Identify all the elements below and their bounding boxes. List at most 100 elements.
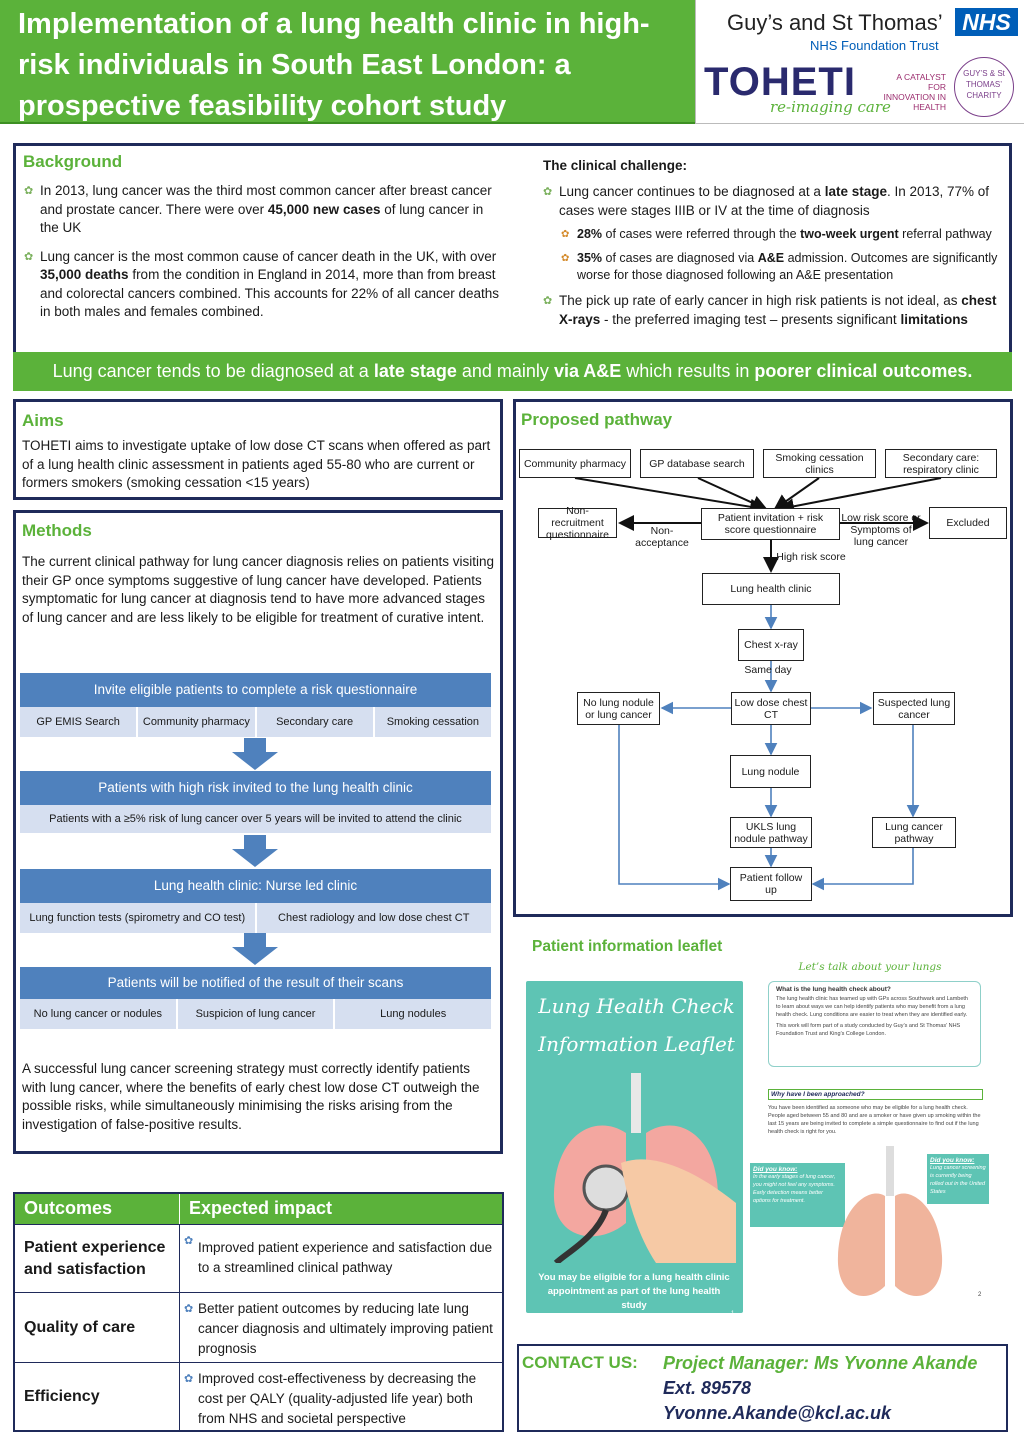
key-message-banner: Lung cancer tends to be diagnosed at a l… <box>13 352 1012 391</box>
lungs-diagram-icon <box>837 1146 943 1296</box>
leaflet-q2-text: You have been identified as someone who … <box>768 1105 981 1135</box>
lungs-illustration-icon <box>553 1073 736 1263</box>
flow-cell: Lung nodules <box>380 1007 447 1020</box>
down-arrow-icon <box>232 933 278 965</box>
same-day-label: Same day <box>744 664 792 676</box>
down-arrow-icon <box>232 738 278 770</box>
outcome-impact: Improved patient experience and satisfac… <box>180 1225 502 1292</box>
challenge-title: The clinical challenge: <box>543 158 688 173</box>
down-arrow-icon <box>232 835 278 867</box>
dyk-text: In the early stages of lung cancer, you … <box>753 1174 836 1204</box>
contact-section: CONTACT US: Project Manager: Ms Yvonne A… <box>517 1344 1008 1432</box>
poster-title: Implementation of a lung health clinic i… <box>18 8 650 122</box>
outcomes-row: Patient experience and satisfaction Impr… <box>15 1224 502 1292</box>
leaflet-did-you-know-left: Did you know: In the early stages of lun… <box>750 1163 845 1227</box>
header-banner <box>0 0 695 124</box>
charity-logo: GUY’S & St THOMAS’ CHARITY <box>954 57 1014 117</box>
flow-step-clinic: Lung health clinic: Nurse led clinic <box>20 869 491 903</box>
flow-step-results: Patients will be notified of the result … <box>20 967 491 999</box>
leaflet-cover: Lung Health Check Information Leaflet Yo… <box>526 981 743 1317</box>
follow-up-node: Patient follow up <box>730 867 812 901</box>
outcomes-row: Quality of care Better patient outcomes … <box>15 1292 502 1362</box>
background-title: Background <box>23 152 123 171</box>
chest-xray-node: Chest x-ray <box>738 629 804 661</box>
challenge-sub-bullet: 35% of cases are diagnosed via A&E admis… <box>561 250 1003 284</box>
leaflet-inner-page: Let’s talk about your lungs What is the … <box>750 958 990 1318</box>
leaflet-page-number: 2 <box>978 1292 982 1298</box>
leaflet-cover-title: Lung Health Check Information Leaflet <box>538 994 735 1056</box>
low-risk-label: Low risk score or Symptoms of lung cance… <box>841 512 921 548</box>
outcomes-row: Efficiency Improved cost-effectiveness b… <box>15 1362 502 1430</box>
gst-logo-text: Guy’s and St Thomas’ <box>727 10 943 35</box>
ukls-node: UKLS lung nodule pathway <box>730 817 812 848</box>
lung-health-clinic-node: Lung health clinic <box>702 573 840 605</box>
leaflet-cover-footer: You may be eligible for a lung health cl… <box>538 1272 730 1311</box>
leaflet-title: Patient information leaflet <box>532 938 723 955</box>
flow-cell: Suspicion of lung cancer <box>178 999 336 1029</box>
flow-cell: Lung function tests (spirometry and CO t… <box>20 903 257 933</box>
challenge-sub-bullet: 28% of cases were referred through the t… <box>561 226 1003 243</box>
flow-cell: Chest radiology and low dose chest CT <box>278 911 470 924</box>
leaflet-q1-box: What is the lung health check about? The… <box>768 981 981 1067</box>
aims-section: Aims TOHETI aims to investigate uptake o… <box>13 399 503 500</box>
flow-cell: GP EMIS Search <box>20 707 139 737</box>
flow-step-invite: Invite eligible patients to complete a r… <box>20 673 491 707</box>
non-acceptance-label: Non-acceptance <box>635 525 689 549</box>
dyk-text: Lung cancer screening is currently being… <box>930 1165 986 1195</box>
nhs-trust-text: NHS Foundation Trust <box>810 38 939 53</box>
catalyst-text: A CATALYST FOR INNOVATION IN HEALTH <box>883 72 947 112</box>
flow-step-results-outcomes: No lung cancer or nodules Suspicion of l… <box>20 999 491 1029</box>
challenge-bullets: Lung cancer continues to be diagnosed at… <box>543 183 1003 329</box>
flow-step-clinic-tests: Lung function tests (spirometry and CO t… <box>20 903 491 933</box>
aims-text: TOHETI aims to investigate uptake of low… <box>22 438 491 490</box>
outcomes-head-right: Expected impact <box>189 1198 333 1218</box>
methods-intro: The current clinical pathway for lung ca… <box>22 554 494 625</box>
dyk-title: Did you know: <box>753 1166 798 1173</box>
non-recruitment-node: Non-recruitment questionnaire <box>538 505 617 541</box>
methods-conclusion: A successful lung cancer screening strat… <box>22 1061 480 1132</box>
pathway-source-node: Smoking cessation clinics <box>763 449 876 478</box>
aims-title: Aims <box>22 411 64 430</box>
dyk-title: Did you know: <box>930 1157 975 1164</box>
nhs-logo: NHS <box>955 8 1018 36</box>
flow-cell: No lung cancer or nodules <box>20 999 178 1029</box>
flow-cell: Smoking cessation <box>386 715 480 728</box>
outcome-label: Patient experience and satisfaction <box>15 1225 180 1292</box>
invitation-node: Patient invitation + risk score question… <box>701 508 840 540</box>
flow-step-invite-sources: GP EMIS Search Community pharmacy Second… <box>20 707 491 737</box>
pathway-title: Proposed pathway <box>521 410 673 429</box>
leaflet-q2: Why have I been approached? <box>768 1089 983 1100</box>
outcome-impact: Better patient outcomes by reducing late… <box>180 1293 502 1362</box>
leaflet-page-heading: Let’s talk about your lungs <box>798 961 942 973</box>
outcomes-header: Outcomes Expected impact <box>15 1194 502 1224</box>
ldct-node: Low dose chest CT <box>731 692 811 725</box>
flow-step-high-risk-detail: Patients with a ≥5% risk of lung cancer … <box>20 805 491 833</box>
methods-title: Methods <box>22 521 92 540</box>
lung-cancer-pathway-node: Lung cancer pathway <box>872 817 956 848</box>
background-bullet: In 2013, lung cancer was the third most … <box>24 182 504 238</box>
background-bullets: In 2013, lung cancer was the third most … <box>24 182 504 322</box>
no-nodule-node: No lung nodule or lung cancer <box>577 692 660 725</box>
leaflet-did-you-know-right: Did you know: Lung cancer screening is c… <box>927 1154 989 1204</box>
suspected-cancer-node: Suspected lung cancer <box>873 692 955 725</box>
flow-step-high-risk: Patients with high risk invited to the l… <box>20 771 491 805</box>
outcome-impact: Improved cost-effectiveness by decreasin… <box>180 1363 502 1430</box>
lung-nodule-node: Lung nodule <box>730 755 811 788</box>
flow-cell: Patients with a ≥5% risk of lung cancer … <box>49 812 462 825</box>
outcomes-table: Outcomes Expected impact Patient experie… <box>13 1192 504 1432</box>
contact-email[interactable]: Yvonne.Akande@kcl.ac.uk <box>663 1403 891 1423</box>
contact-extension: Ext. 89578 <box>663 1378 752 1398</box>
header-divider <box>179 1194 180 1224</box>
pathway-source-node: GP database search <box>640 449 754 478</box>
flow-cell: Community pharmacy <box>138 707 257 737</box>
pathway-source-node: Community pharmacy <box>519 449 631 478</box>
leaflet-q1-text2: This work will form part of a study cond… <box>776 1023 961 1037</box>
leaflet-q1: What is the lung health check about? <box>776 986 891 993</box>
pathway-source-node: Secondary care: respiratory clinic <box>885 449 997 478</box>
excluded-node: Excluded <box>929 507 1007 539</box>
background-bullet: Lung cancer is the most common cause of … <box>24 248 504 322</box>
contact-manager: Project Manager: Ms Yvonne Akande <box>663 1353 978 1373</box>
leaflet-page-number: 1 <box>731 1311 735 1317</box>
challenge-bullet: The pick up rate of early cancer in high… <box>543 292 1003 329</box>
